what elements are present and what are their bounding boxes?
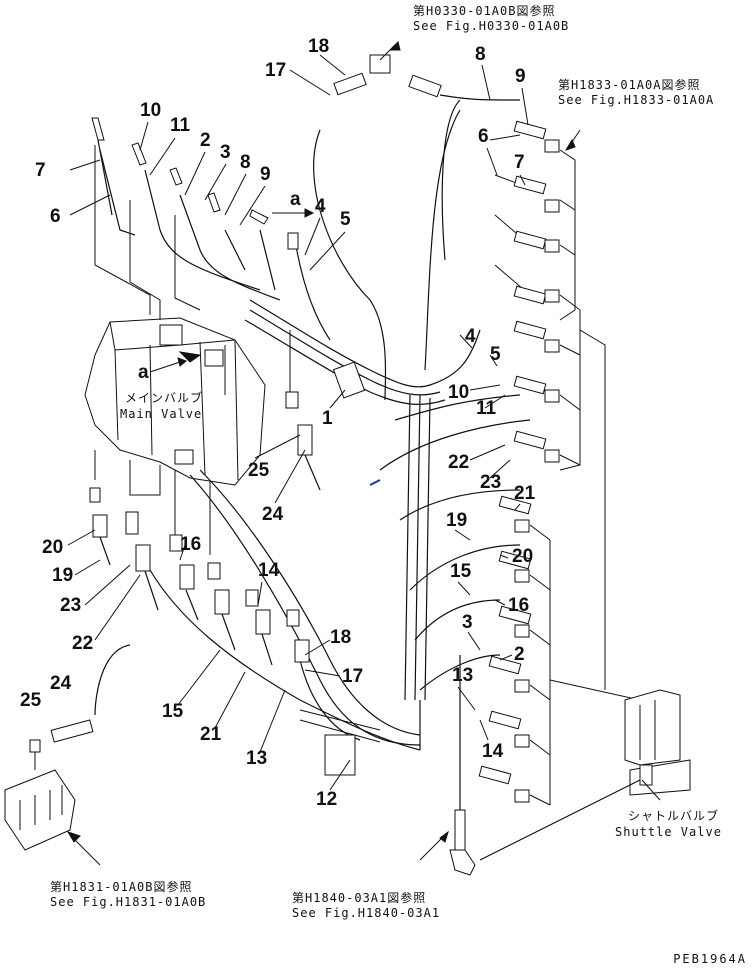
drawing-code: PEB1964A: [673, 952, 747, 966]
reference-bottom-center-ja: 第H1840-03A1図参照: [292, 891, 427, 905]
callout-3-right: 3: [462, 612, 473, 633]
callout-9-left: 9: [260, 164, 271, 185]
callout-a-arrow: [149, 208, 315, 373]
callout-13-right: 13: [452, 665, 473, 686]
callout-3-left: 3: [220, 142, 231, 163]
callout-11-left: 11: [170, 115, 191, 136]
shuttle-valve: [479, 689, 691, 861]
lower-left-fittings: [89, 391, 321, 666]
callout-20-right: 20: [512, 546, 533, 567]
callout-15-right: 15: [450, 561, 472, 582]
callout-7-right: 7: [514, 152, 525, 173]
pilot-block: [4, 719, 101, 866]
callout-8-left: 8: [240, 152, 251, 173]
main-valve-label-en: Main Valve: [120, 407, 202, 421]
callout-20-left: 20: [42, 537, 63, 558]
upper-left-hoses: [91, 117, 331, 341]
reference-right-en: See Fig.H1833-01A0A: [558, 93, 715, 107]
callout-23-right: 23: [480, 472, 501, 493]
reference-right: 第H1833-01A0A図参照 See Fig.H1833-01A0A: [558, 78, 714, 108]
blue-mark: [369, 479, 381, 486]
top-fitting: [333, 41, 521, 261]
reference-bottom-center: 第H1840-03A1図参照 See Fig.H1840-03A1: [292, 891, 440, 921]
callout-17-bottom: 17: [342, 666, 363, 687]
pipe-bundle: [94, 109, 531, 751]
callout-18-bottom: 18: [330, 627, 351, 648]
main-valve-body: [84, 317, 266, 486]
reference-bottom-left: 第H1831-01A0B図参照 See Fig.H1831-01A0B: [50, 880, 206, 910]
callout-6-left: 6: [50, 206, 61, 227]
number-leaders: [67, 54, 529, 791]
callout-25: 25: [248, 460, 270, 481]
callout-1: 1: [322, 408, 333, 429]
main-valve-label-ja: メインバルブ: [125, 390, 203, 405]
leader-lines-left: [94, 145, 291, 555]
callout-22-left: 22: [72, 633, 93, 654]
shuttle-valve-label-ja: シャトルバルブ: [628, 808, 719, 823]
reference-top: 第H0330-01A0B図参照 See Fig.H0330-01A0B: [413, 4, 569, 34]
callout-13-left: 13: [246, 748, 267, 769]
callout-10-left: 10: [140, 100, 161, 121]
reference-right-ja: 第H1833-01A0A図参照: [558, 78, 701, 92]
callout-8-top: 8: [475, 44, 486, 65]
callout-10-right: 10: [448, 382, 469, 403]
shuttle-valve-label: シャトルバルブ Shuttle Valve: [615, 808, 722, 839]
callout-7-left: 7: [35, 160, 46, 181]
reference-bottom-left-ja: 第H1831-01A0B図参照: [50, 880, 193, 894]
callout-18-top: 18: [308, 36, 329, 57]
callout-25-left: 25: [20, 690, 42, 711]
bottom-elbow: [419, 655, 476, 876]
callout-2-left: 2: [200, 130, 211, 151]
callout-letter-a-valve: a: [138, 362, 149, 383]
callout-24: 24: [262, 504, 284, 525]
callout-11-right: 11: [476, 398, 497, 419]
callout-23-left: 23: [60, 595, 81, 616]
callout-19-right: 19: [446, 510, 467, 531]
callout-2-right: 2: [514, 644, 525, 665]
main-valve-label: メインバルブ Main Valve: [120, 390, 203, 421]
callout-17-top: 17: [265, 60, 286, 81]
callout-21-left: 21: [200, 724, 222, 745]
callout-numbers: 18 17 8 9 6 7 10 11 2 3 8 9 7 6 4 5 4 5 …: [20, 36, 536, 810]
reference-bottom-center-en: See Fig.H1840-03A1: [292, 906, 441, 920]
callout-9-right: 9: [515, 66, 526, 87]
reference-arrows: [564, 129, 581, 151]
callout-22-right: 22: [448, 452, 469, 473]
callout-letter-a-arrow: a: [290, 189, 301, 210]
callout-5-left: 5: [340, 209, 351, 230]
reference-top-en: See Fig.H0330-01A0B: [413, 19, 570, 33]
callout-4-right: 4: [465, 326, 476, 347]
callout-5-right: 5: [490, 344, 501, 365]
callout-16-left: 16: [180, 534, 201, 555]
callout-24-left: 24: [50, 673, 72, 694]
clamp-set: [299, 361, 381, 776]
callout-6-right: 6: [478, 126, 489, 147]
reference-top-ja: 第H0330-01A0B図参照: [413, 4, 556, 18]
callout-14-left: 14: [258, 560, 280, 581]
callout-12: 12: [316, 789, 337, 810]
reference-bottom-left-en: See Fig.H1831-01A0B: [50, 895, 207, 909]
callout-14-right: 14: [482, 741, 504, 762]
right-fittings: [478, 120, 641, 806]
callout-19-left: 19: [52, 565, 73, 586]
shuttle-valve-label-en: Shuttle Valve: [615, 825, 722, 839]
callout-4-left: 4: [315, 196, 326, 217]
callout-16-right: 16: [508, 595, 529, 616]
callout-15-left: 15: [162, 701, 184, 722]
callout-21-right: 21: [514, 483, 536, 504]
